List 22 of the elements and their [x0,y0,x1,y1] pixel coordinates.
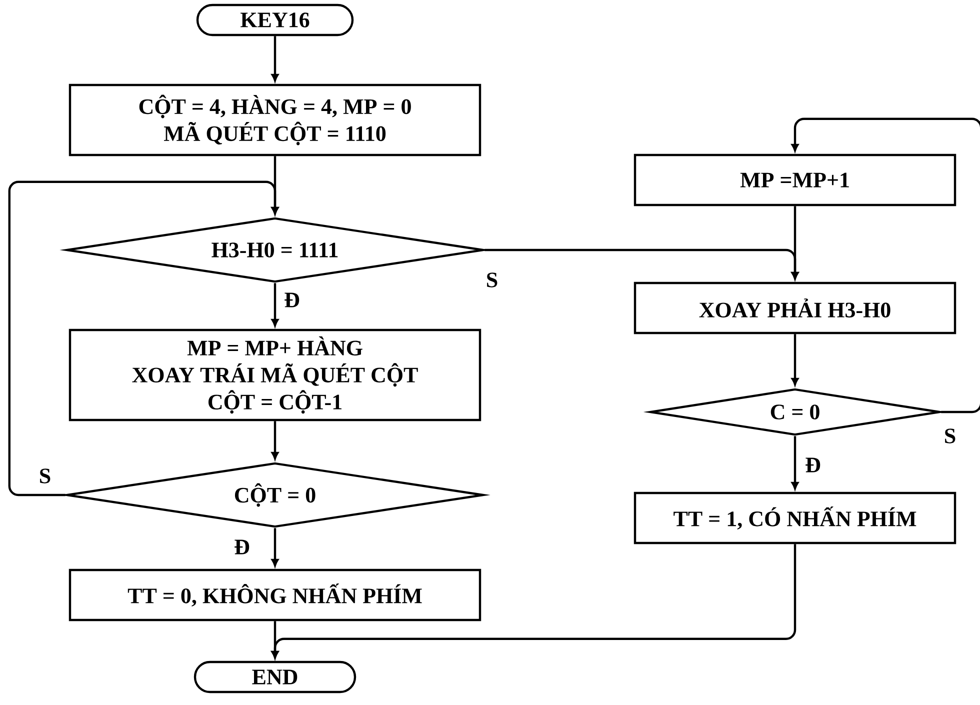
arrow [791,334,799,386]
arrow [791,118,980,414]
edge-label: S [484,272,500,288]
arrow [271,528,279,566]
arrow [271,421,279,460]
arrow [791,206,799,280]
process-box: XOAY PHẢI H3-H0 [634,282,956,334]
process-box: TT = 1, CÓ NHẤN PHÍM [634,492,956,544]
edge-label: S [942,428,958,444]
edge-label: Đ [283,292,301,308]
arrow [271,36,279,82]
process-box: MP =MP+1 [634,154,956,206]
arrow [271,544,796,658]
edge-label: Đ [233,538,251,556]
edge-label: Đ [804,456,822,474]
process-box: MP = MP+ HÀNG XOAY TRÁI MÃ QUÉT CỘT CỘT = CỘT-1 [68,328,482,422]
arrow [271,283,279,326]
edge-label: S [38,468,52,484]
arrow [8,180,279,496]
process-box: TT = 0, KHÔNG NHẤN PHÍM [68,568,482,622]
arrow [791,436,799,490]
process-box: CỘT = 4, HÀNG = 4, MP = 0 MÃ QUÉT CỘT = 1110 [68,84,482,156]
